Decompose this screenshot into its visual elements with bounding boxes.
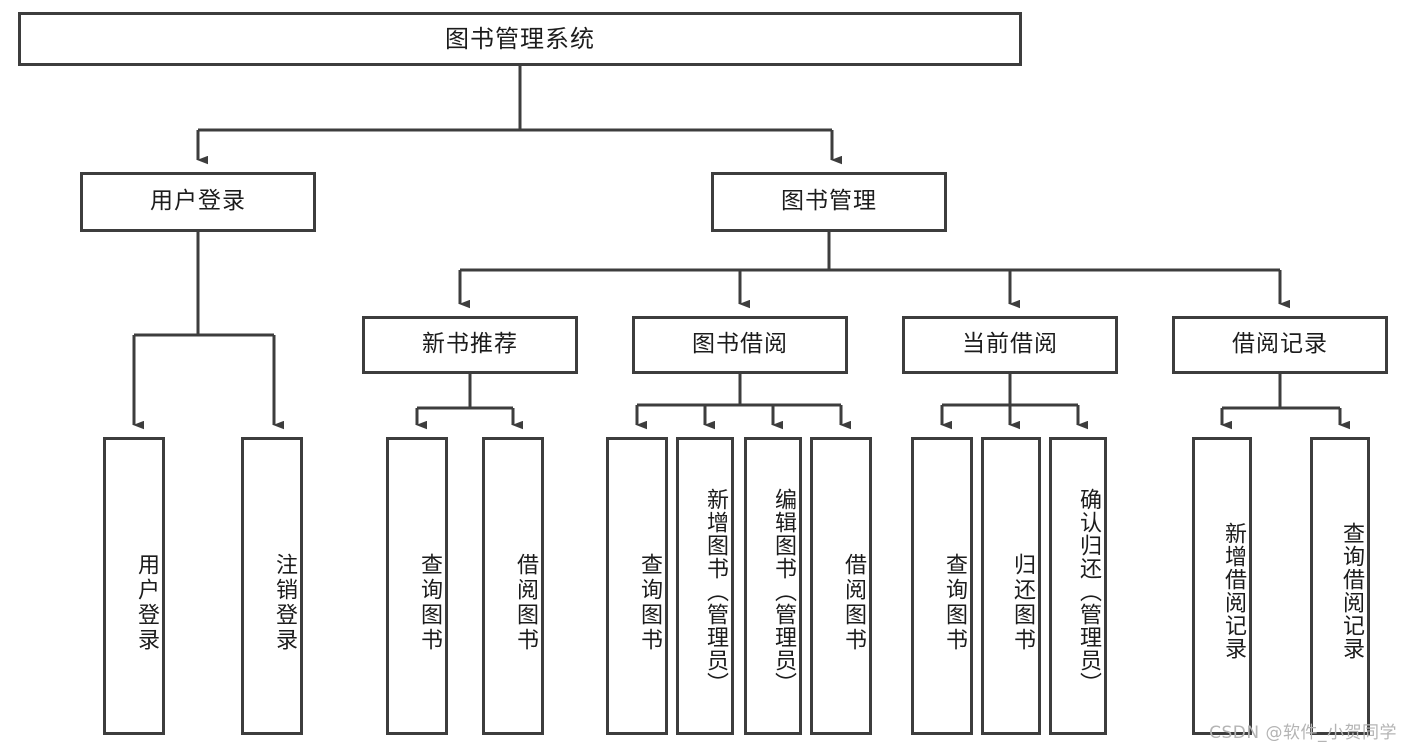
- leaf-query-books-current[interactable]: 查询图书: [911, 437, 973, 735]
- node-label: 图书借阅: [692, 331, 788, 358]
- node-label: 新书推荐: [422, 331, 518, 358]
- node-label: 图书管理系统: [445, 24, 595, 53]
- node-label: 新增图书（管理员）: [703, 487, 728, 695]
- leaf-borrow-books-recommend[interactable]: 借阅图书: [482, 437, 544, 735]
- node-label: 查询图书: [417, 553, 442, 653]
- node-label: 新增借阅记录: [1221, 522, 1246, 660]
- node-book-management[interactable]: 图书管理: [711, 172, 947, 232]
- node-label: 归还图书: [1010, 553, 1035, 653]
- leaf-add-borrow-record[interactable]: 新增借阅记录: [1192, 437, 1252, 735]
- node-label: 注销登录: [272, 553, 297, 653]
- node-user-login[interactable]: 用户登录: [80, 172, 316, 232]
- node-label: 查询图书: [637, 553, 662, 653]
- node-label: 查询图书: [942, 553, 967, 653]
- leaf-user-login[interactable]: 用户登录: [103, 437, 165, 735]
- node-label: 图书管理: [781, 188, 877, 215]
- csdn-watermark: CSDN @软件_小贺同学: [1209, 723, 1397, 743]
- leaf-return-books[interactable]: 归还图书: [981, 437, 1041, 735]
- node-label: 编辑图书（管理员）: [771, 487, 796, 695]
- node-borrow-records[interactable]: 借阅记录: [1172, 316, 1388, 374]
- node-label: 查询借阅记录: [1339, 522, 1364, 660]
- leaf-query-borrow-record[interactable]: 查询借阅记录: [1310, 437, 1370, 735]
- leaf-query-books-borrow[interactable]: 查询图书: [606, 437, 668, 735]
- node-label: 用户登录: [134, 553, 159, 653]
- leaf-borrow-books[interactable]: 借阅图书: [810, 437, 872, 735]
- leaf-edit-book-admin[interactable]: 编辑图书（管理员）: [744, 437, 802, 735]
- node-book-borrow[interactable]: 图书借阅: [632, 316, 848, 374]
- node-label: 借阅图书: [513, 553, 538, 653]
- node-label: 当前借阅: [962, 331, 1058, 358]
- node-root-system[interactable]: 图书管理系统: [18, 12, 1022, 66]
- leaf-query-books-recommend[interactable]: 查询图书: [386, 437, 448, 735]
- leaf-confirm-return-admin[interactable]: 确认归还（管理员）: [1049, 437, 1107, 735]
- node-label: 确认归还（管理员）: [1076, 487, 1101, 695]
- leaf-user-logout[interactable]: 注销登录: [241, 437, 303, 735]
- node-label: 用户登录: [150, 188, 246, 215]
- node-label: 借阅图书: [841, 553, 866, 653]
- leaf-add-book-admin[interactable]: 新增图书（管理员）: [676, 437, 734, 735]
- node-new-book-recommend[interactable]: 新书推荐: [362, 316, 578, 374]
- node-label: 借阅记录: [1232, 331, 1328, 358]
- node-current-borrow[interactable]: 当前借阅: [902, 316, 1118, 374]
